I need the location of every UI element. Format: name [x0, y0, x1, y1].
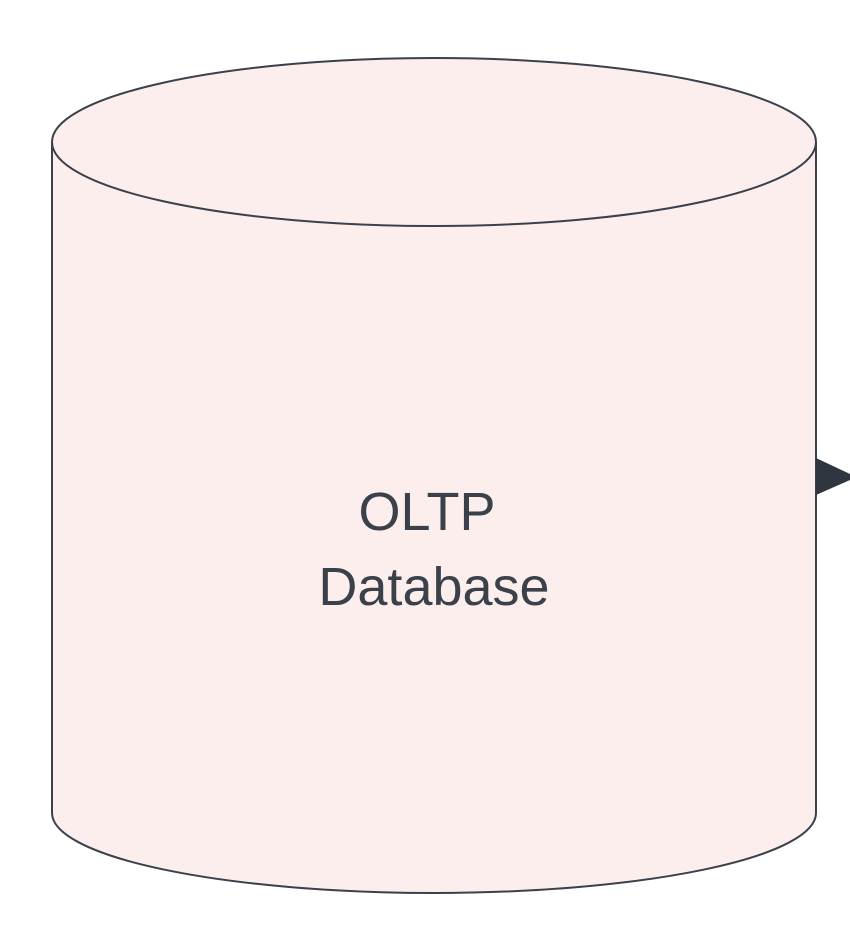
oltp-database-node[interactable]: OLTP Database: [51, 57, 817, 894]
cylinder-top: [51, 57, 817, 227]
node-label: OLTP Database: [318, 482, 549, 617]
node-label-line-2: Database: [318, 557, 549, 617]
connector-arrowhead[interactable]: [816, 458, 850, 495]
node-label-line-1: OLTP: [358, 482, 494, 542]
cylinder-body: [51, 142, 817, 894]
